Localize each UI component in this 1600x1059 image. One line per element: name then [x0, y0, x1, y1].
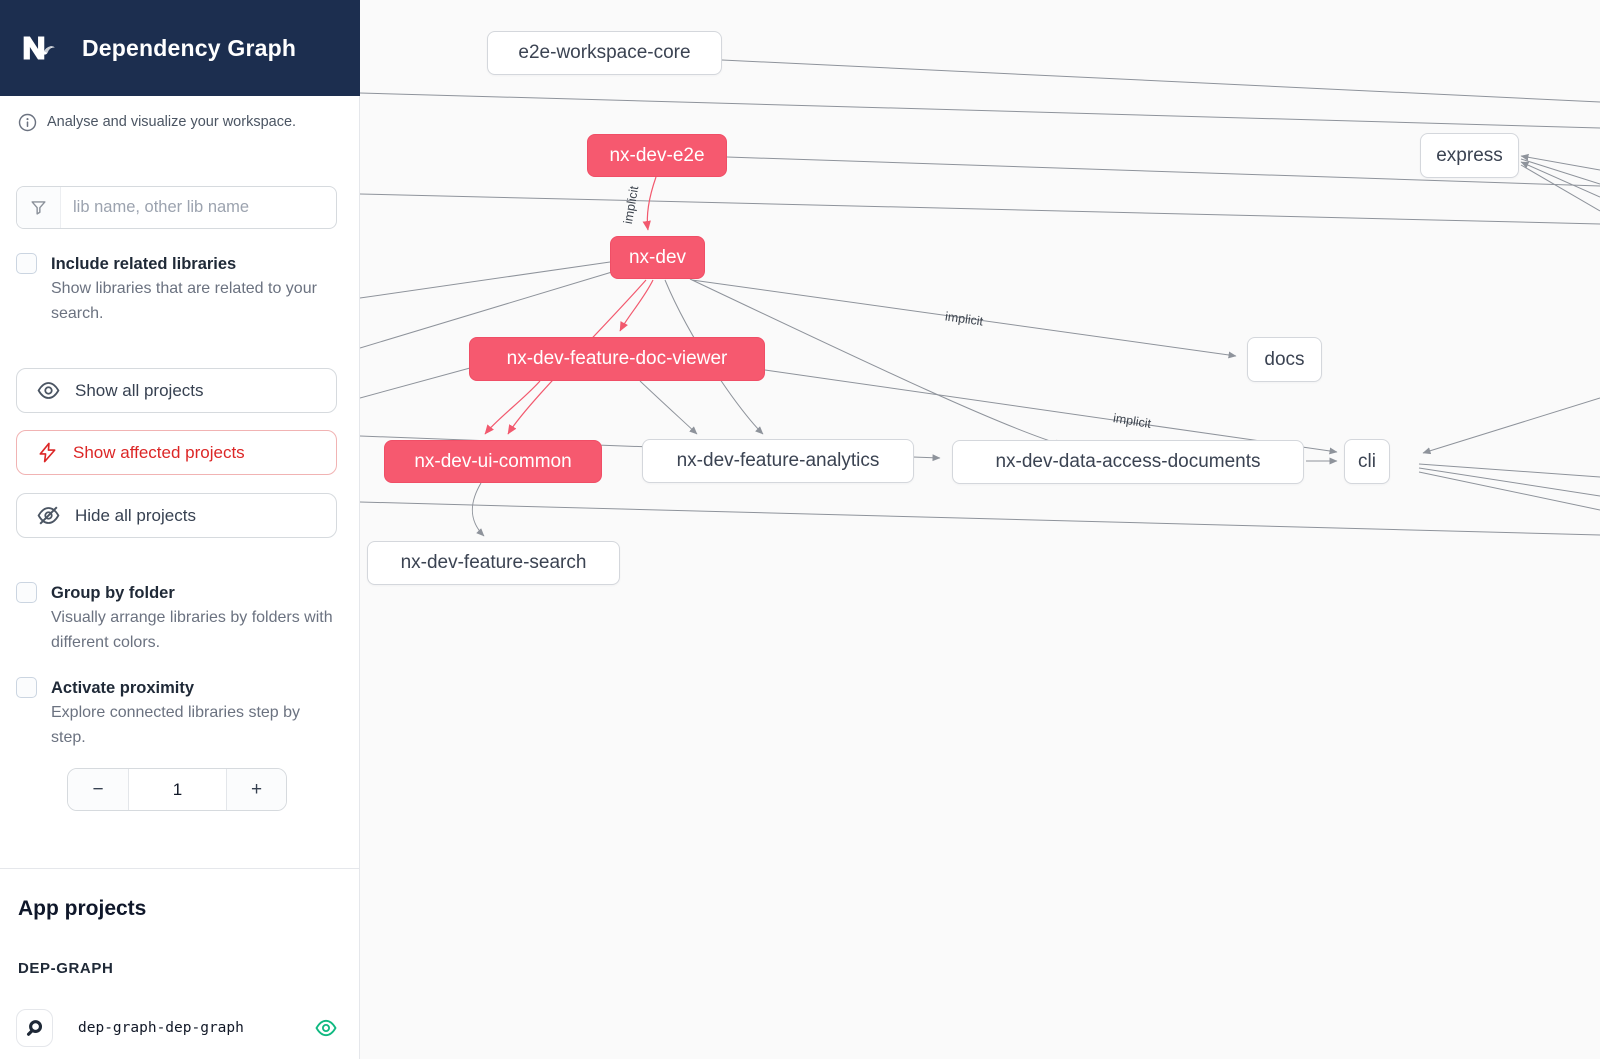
- group-by-folder-label: Group by folder: [51, 584, 175, 602]
- search-box: [16, 186, 337, 229]
- app-projects-heading: App projects: [18, 897, 147, 920]
- group-by-folder-row: Group by folder Visually arrange librari…: [16, 581, 346, 655]
- filter-funnel-icon: [17, 187, 61, 228]
- nx-logo-icon: [23, 36, 55, 60]
- hide-all-projects-label: Hide all projects: [75, 505, 196, 525]
- show-affected-projects-label: Show affected projects: [73, 442, 245, 462]
- activate-proximity-description: Explore connected libraries step by step…: [51, 704, 301, 746]
- stepper-increment-button[interactable]: +: [226, 769, 286, 810]
- focus-project-button[interactable]: [16, 1009, 53, 1047]
- activate-proximity-label: Activate proximity: [51, 679, 195, 697]
- node-nx-dev[interactable]: nx-dev: [610, 236, 705, 279]
- tagline-row: Analyse and visualize your workspace.: [18, 112, 348, 132]
- stepper-decrement-button[interactable]: −: [68, 769, 129, 810]
- sidebar: Dependency Graph Analyse and visualize y…: [0, 0, 360, 1059]
- project-list-item: dep-graph-dep-graph: [16, 1008, 342, 1048]
- show-all-projects-button[interactable]: Show all projects: [16, 368, 337, 413]
- node-e2e-workspace-core[interactable]: e2e-workspace-core: [487, 31, 722, 75]
- lightning-bolt-icon: [39, 442, 56, 463]
- eye-off-icon: [37, 506, 60, 525]
- tagline: Analyse and visualize your workspace.: [47, 114, 297, 130]
- node-nx-dev-feature-doc-viewer[interactable]: nx-dev-feature-doc-viewer: [469, 337, 765, 381]
- app-title: Dependency Graph: [82, 34, 297, 61]
- activate-proximity-checkbox[interactable]: [16, 677, 37, 698]
- graph-edges: [360, 59, 1600, 537]
- hide-all-projects-button[interactable]: Hide all projects: [16, 493, 337, 538]
- show-all-projects-label: Show all projects: [75, 380, 204, 400]
- node-nx-dev-feature-search[interactable]: nx-dev-feature-search: [367, 541, 620, 585]
- include-related-row: Include related libraries Show libraries…: [16, 252, 346, 326]
- sidebar-divider: [0, 868, 360, 869]
- node-cli[interactable]: cli: [1344, 439, 1390, 484]
- sidebar-header: Dependency Graph: [0, 0, 360, 96]
- eye-icon: [37, 382, 60, 399]
- project-group-label: DEP-GRAPH: [18, 960, 114, 977]
- stepper-value: 1: [172, 779, 183, 799]
- focus-magnifier-icon: [26, 1019, 43, 1036]
- node-nx-dev-ui-common[interactable]: nx-dev-ui-common: [384, 440, 602, 483]
- include-related-description: Show libraries that are related to your …: [51, 280, 317, 322]
- node-nx-dev-data-access-documents[interactable]: nx-dev-data-access-documents: [952, 440, 1304, 484]
- eye-green-icon: [315, 1019, 337, 1037]
- search-input[interactable]: [61, 187, 336, 228]
- group-by-folder-checkbox[interactable]: [16, 582, 37, 603]
- dependency-graph-canvas[interactable]: implicit implicit implicit e2e-workspace…: [360, 0, 1600, 1059]
- node-docs[interactable]: docs: [1247, 337, 1322, 382]
- info-icon: [18, 113, 37, 132]
- include-related-label: Include related libraries: [51, 255, 237, 273]
- project-visibility-toggle[interactable]: [314, 1016, 338, 1040]
- node-nx-dev-e2e[interactable]: nx-dev-e2e: [587, 134, 727, 177]
- proximity-stepper: − 1 +: [67, 768, 287, 811]
- include-related-checkbox[interactable]: [16, 253, 37, 274]
- project-name: dep-graph-dep-graph: [78, 1020, 244, 1036]
- activate-proximity-row: Activate proximity Explore connected lib…: [16, 676, 346, 750]
- node-nx-dev-feature-analytics[interactable]: nx-dev-feature-analytics: [642, 439, 914, 483]
- node-express[interactable]: express: [1420, 133, 1519, 178]
- group-by-folder-description: Visually arrange libraries by folders wi…: [51, 609, 333, 651]
- show-affected-projects-button[interactable]: Show affected projects: [16, 430, 337, 475]
